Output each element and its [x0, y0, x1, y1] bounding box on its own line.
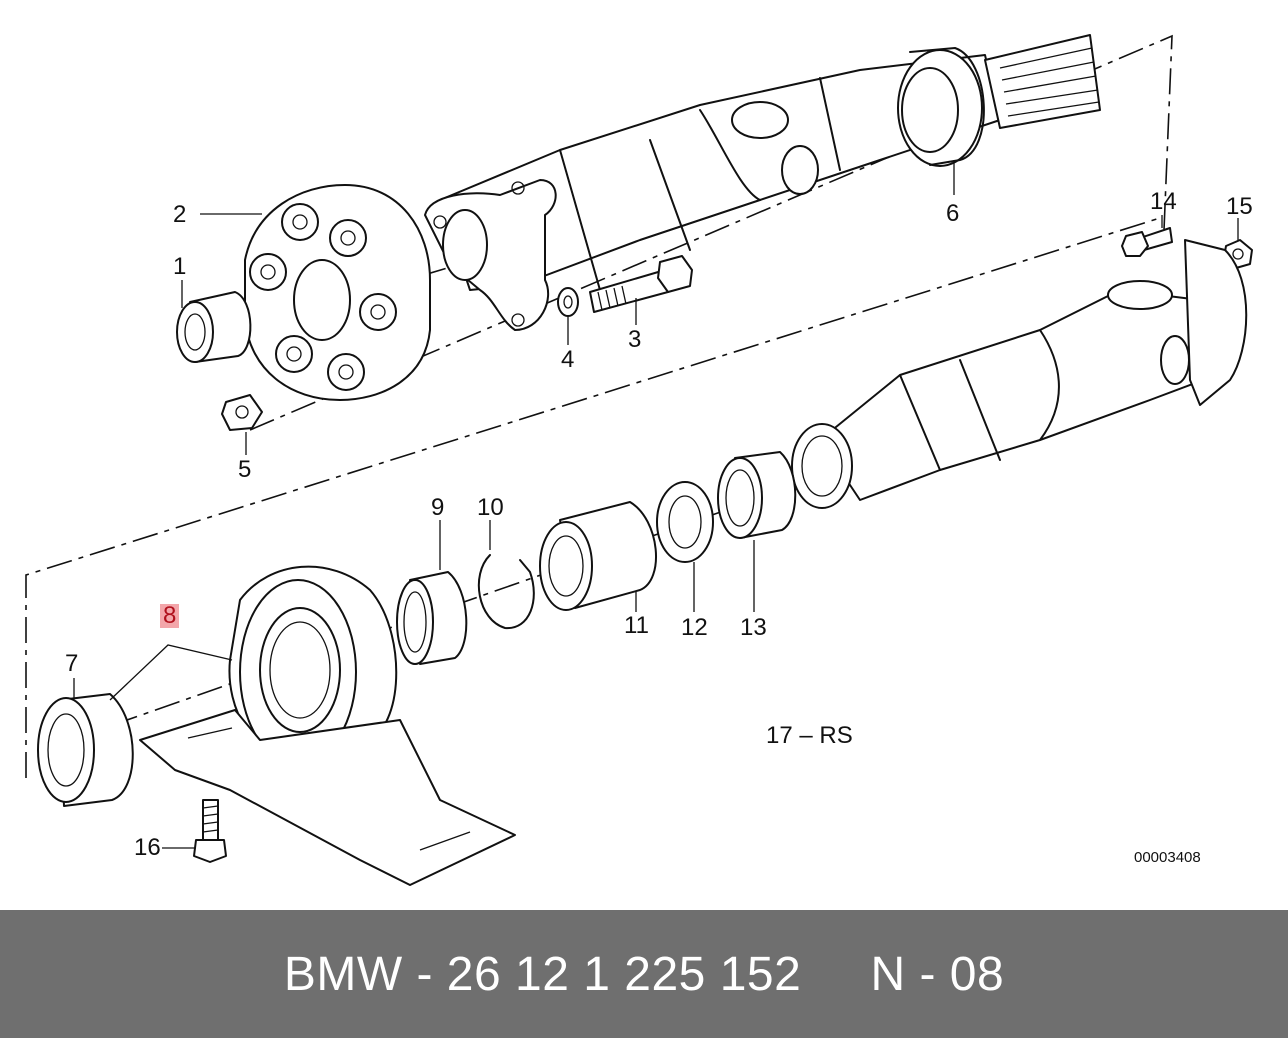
callout-9: 9 — [431, 494, 445, 521]
part-5-nut — [221, 394, 263, 431]
callout-15: 15 — [1226, 193, 1253, 220]
part-9-ring — [396, 571, 468, 665]
callout-1: 1 — [173, 253, 187, 280]
callout-14: 14 — [1150, 188, 1177, 215]
lower-driveshaft — [791, 239, 1248, 509]
callout-16: 16 — [134, 834, 161, 861]
callout-12: 12 — [681, 614, 708, 641]
leader-lines — [73, 160, 1239, 849]
callout-5: 5 — [238, 456, 252, 483]
drawing-number: 00003408 — [1134, 849, 1201, 866]
callout-11: 11 — [624, 612, 649, 639]
part-number-text: BMW - 26 12 1 225 152 N - 08 — [283, 947, 1005, 1001]
part-4-washer — [557, 287, 579, 317]
upper-driveshaft — [424, 34, 1101, 331]
part-3-bolt — [589, 255, 693, 313]
part-7-bearing — [37, 693, 134, 807]
part-12-lock-washer — [656, 481, 714, 563]
part-8-center-bearing — [139, 565, 516, 886]
part-6-bearing — [897, 47, 985, 167]
parts-diagram: 2 1 5 4 3 6 14 15 9 10 8 7 11 12 13 16 1… — [25, 34, 1253, 886]
assembly-boundary-bottom — [25, 217, 1161, 778]
part-2-flex-disc — [244, 184, 431, 401]
part-11-bushing — [539, 501, 657, 611]
callout-4: 4 — [561, 346, 575, 373]
callout-2: 2 — [173, 201, 187, 228]
part-13-sleeve — [717, 451, 797, 539]
callout-7: 7 — [65, 650, 79, 677]
callout-13: 13 — [740, 614, 767, 641]
note-17-rs: 17 – RS — [766, 722, 853, 749]
callout-6: 6 — [946, 200, 960, 227]
part-16-bolt — [193, 799, 227, 863]
driveshaft-exploded-view — [25, 34, 1253, 886]
callout-10: 10 — [477, 494, 504, 521]
callout-8-highlighted: 8 — [160, 604, 180, 628]
callout-3: 3 — [628, 326, 642, 353]
centerline-lower — [69, 329, 1241, 741]
part-number-footer: BMW - 26 12 1 225 152 N - 08 — [0, 910, 1288, 1038]
part-1-bushing — [176, 291, 252, 363]
part-14-bolt — [1121, 227, 1173, 257]
part-10-circlip — [477, 554, 535, 630]
